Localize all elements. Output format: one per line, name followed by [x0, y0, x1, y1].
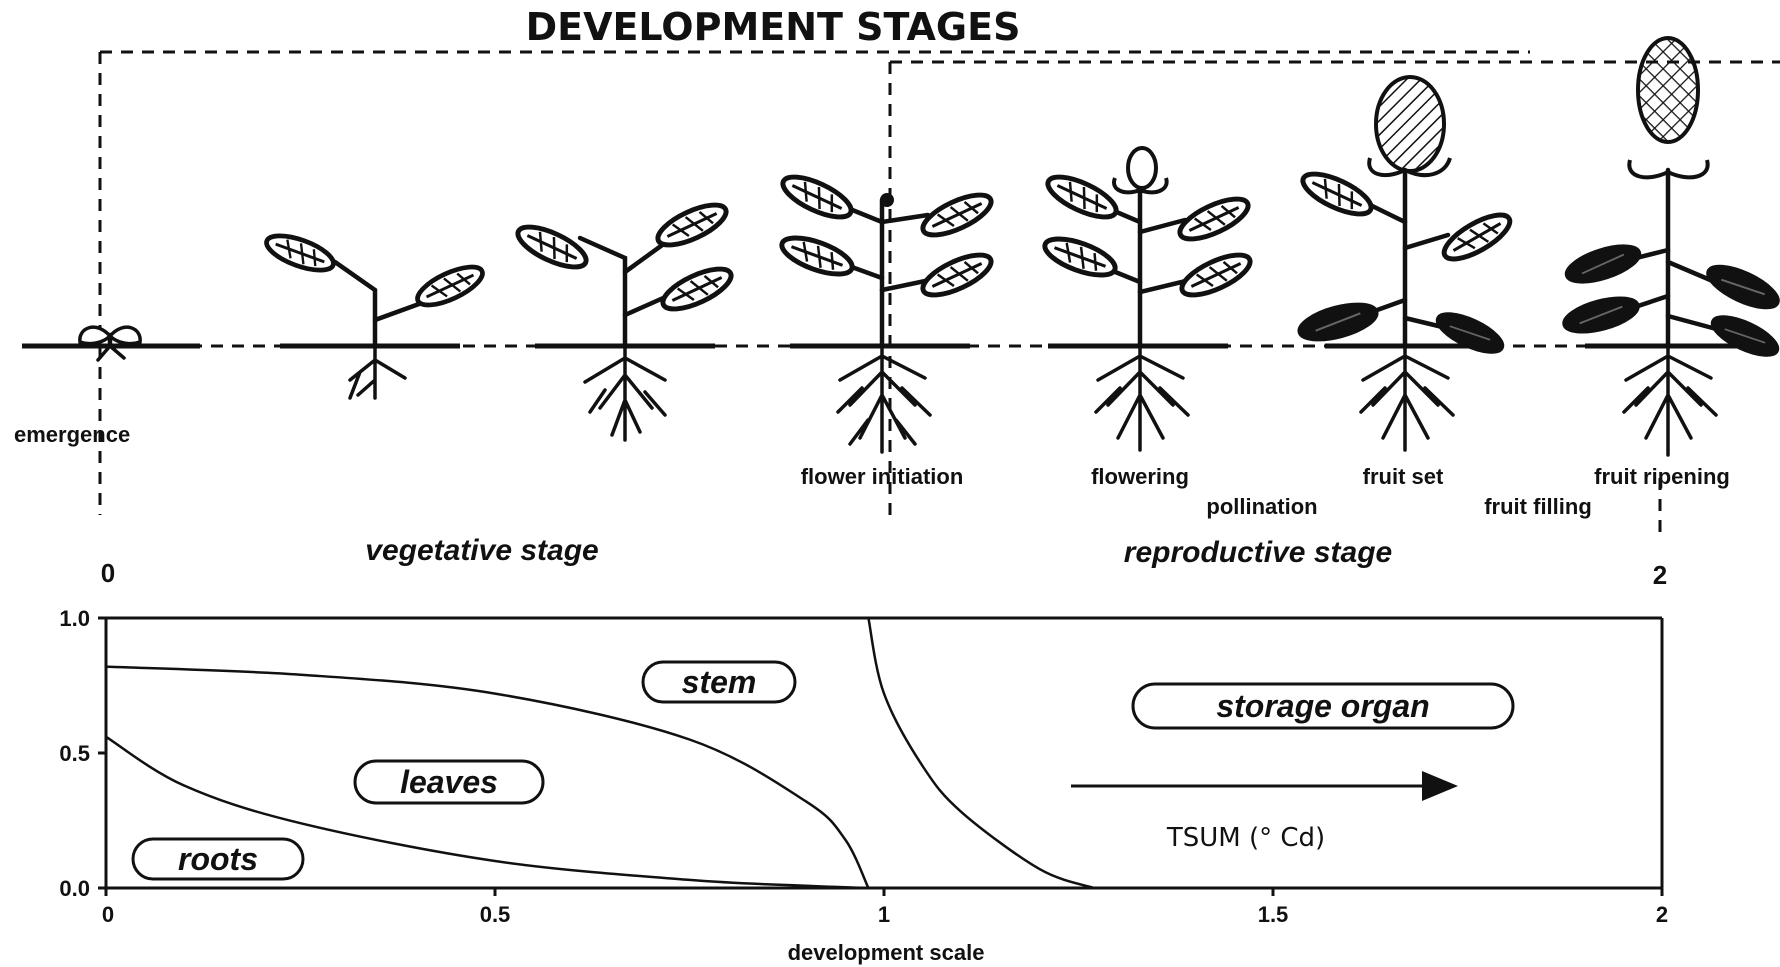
start-mark-label: 0	[101, 558, 115, 588]
storage-lower-curve	[868, 618, 1094, 888]
reproductive-stage-label: reproductive stage	[1124, 536, 1392, 569]
flower-bud-icon	[880, 193, 894, 207]
roots-region: roots	[133, 839, 303, 879]
end-mark-label: 2	[1653, 560, 1667, 590]
label-pollination: pollination	[1206, 494, 1317, 519]
x-tick-label: 1.5	[1258, 902, 1289, 927]
flowering-plant	[1041, 148, 1256, 450]
young-vegetative-plant	[262, 229, 487, 398]
vegetative-stage-label: vegetative stage	[365, 534, 598, 567]
x-tick-label: 2	[1656, 902, 1668, 927]
tsum-annotation: TSUM (° Cd)	[1071, 786, 1452, 853]
x-tick-label: 1	[878, 902, 890, 927]
x-axis-title: development scale	[788, 940, 985, 965]
label-emergence: emergence	[14, 422, 130, 447]
x-tick-label: 0	[102, 902, 114, 927]
partitioning-chart: 0 0.5 1 1.5 2 1.0 0.5 0.0	[59, 606, 1668, 927]
storage-organ-region: storage organ	[1133, 684, 1513, 728]
fruit-set-plant	[1296, 77, 1516, 450]
label-flower-initiation: flower initiation	[801, 464, 964, 489]
label-fruit-filling: fruit filling	[1484, 494, 1592, 519]
y-tick-label: 0.0	[59, 876, 90, 901]
leaves-label: leaves	[400, 764, 498, 800]
seedling-emergence-plant	[80, 327, 140, 360]
stem-region: stem	[643, 662, 795, 702]
x-tick-label: 0.5	[480, 902, 511, 927]
flower-icon	[1128, 148, 1156, 188]
y-tick-label: 1.0	[59, 606, 90, 631]
y-tick-label: 0.5	[59, 741, 90, 766]
leaves-region: leaves	[355, 761, 543, 803]
label-fruit-ripening: fruit ripening	[1594, 464, 1730, 489]
storage-organ-label: storage organ	[1216, 688, 1429, 724]
ripe-fruit-icon	[1638, 38, 1698, 142]
flower-initiation-plant	[778, 169, 997, 452]
roots-label: roots	[178, 841, 258, 877]
stem-label: stem	[682, 664, 757, 700]
fruit-ripening-plant	[1561, 38, 1780, 455]
tsum-label: TSUM (° Cd)	[1166, 823, 1325, 853]
diagram-title: DEVELOPMENT STAGES	[526, 5, 1021, 49]
label-flowering: flowering	[1091, 464, 1189, 489]
vegetative-plant	[513, 197, 737, 440]
developing-fruit-icon	[1376, 77, 1444, 171]
label-fruit-set: fruit set	[1363, 464, 1444, 489]
